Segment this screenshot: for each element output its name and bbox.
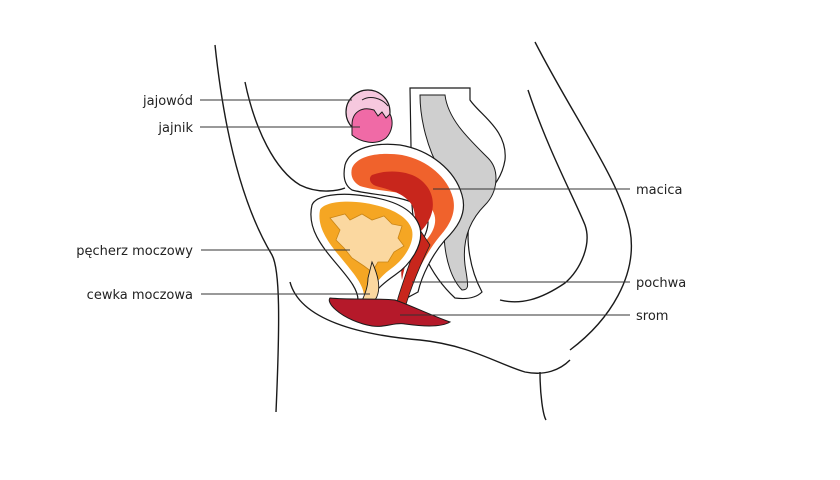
ovary-group [345,89,393,143]
label-bladder: pęcherz moczowy [76,244,193,259]
label-uterus: macica [636,183,683,198]
label-urethra: cewka moczowa [87,288,193,303]
leader-lines [200,99,630,316]
label-vagina: pochwa [636,276,686,291]
vulva [328,297,452,327]
label-vulva: srom [636,309,668,324]
body-outline [214,41,632,421]
bladder [310,193,422,301]
labels: jajowód jajnik pęcherz moczowy cewka moc… [76,94,686,324]
uterus [343,143,465,302]
label-ovary: jajnik [157,121,193,136]
label-fallopian-tube: jajowód [142,94,193,109]
